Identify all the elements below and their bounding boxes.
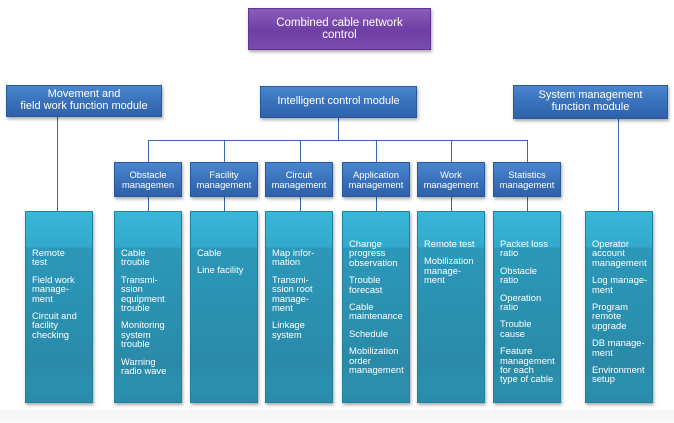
system-module: System management function module — [513, 85, 668, 119]
connector-sub-1 — [148, 197, 149, 211]
detail-item: DB manage- ment — [592, 337, 645, 358]
details-statistics: Packet loss ratio Obstacle ratio Operati… — [493, 211, 561, 403]
detail-item: Operation ratio — [500, 291, 542, 313]
intelligent-module: Intelligent control module — [260, 86, 417, 118]
detail-item: Warning radio wave — [121, 355, 167, 377]
detail-item: Linkage system — [272, 319, 305, 340]
detail-item: Line facility — [197, 264, 244, 276]
details-obstacle: Cable trouble Transmi- ssion equipment t… — [114, 211, 182, 403]
detail-item: Transmi- ssion equipment trouble — [121, 273, 165, 314]
connector-sub-6 — [527, 197, 528, 211]
detail-item: Remote test — [424, 238, 475, 249]
details-facility: Cable Line facility — [190, 211, 258, 403]
submodule-statistics: Statistics management — [493, 162, 561, 197]
details-circuit: Map infor- mation Transmi- ssion root ma… — [265, 211, 333, 403]
details-work: Remote test Mobilization manage- ment — [417, 211, 485, 403]
detail-item: Feature management for each type of cabl… — [500, 345, 555, 385]
submodule-label: Circuit management — [271, 168, 327, 190]
detail-item: Change progress observation — [349, 238, 398, 268]
system-module-label: System management function module — [538, 89, 643, 113]
detail-item: Operator account management — [592, 238, 647, 268]
connector-drop-2 — [224, 140, 225, 162]
connector-system — [618, 119, 619, 211]
detail-item: Trouble forecast — [349, 274, 383, 295]
root-node: Combined cable network control — [248, 8, 431, 50]
submodule-obstacle: Obstacle managemen — [114, 162, 182, 197]
connector-drop-4 — [376, 140, 377, 162]
submodule-application: Application management — [342, 162, 410, 197]
detail-item: Cable trouble — [121, 247, 150, 268]
floor-shadow — [0, 410, 674, 423]
connector-sub-5 — [451, 197, 452, 211]
detail-item: Packet loss ratio — [500, 238, 548, 259]
submodule-circuit: Circuit management — [265, 162, 333, 197]
detail-item: Map infor- mation — [272, 247, 315, 268]
detail-item: Schedule — [349, 327, 389, 339]
submodule-label: Facility management — [196, 168, 252, 190]
connector-drop-6 — [527, 140, 528, 162]
detail-item: Remote test — [32, 247, 65, 268]
detail-item: Mobilization manage- ment — [424, 255, 474, 286]
movement-module-label: Movement and field work function module — [20, 88, 148, 112]
connector-movement — [57, 117, 58, 211]
detail-item: Cable — [197, 247, 222, 258]
details-movement: Remote test Field work manage- ment Circ… — [25, 211, 93, 403]
connector-drop-5 — [451, 140, 452, 162]
connector-sub-2 — [224, 197, 225, 211]
detail-item: Cable maintenance — [349, 301, 403, 322]
connector-sub-4 — [376, 197, 377, 211]
detail-item: Trouble cause — [500, 318, 532, 339]
connector-drop-1 — [148, 140, 149, 162]
submodule-label: Obstacle managemen — [121, 168, 175, 190]
connector-intelligent-trunk — [338, 118, 339, 140]
submodule-label: Statistics management — [499, 168, 555, 190]
detail-item: Log manage- ment — [592, 274, 648, 295]
detail-item: Field work manage- ment — [32, 273, 75, 304]
movement-module: Movement and field work function module — [6, 85, 162, 117]
submodule-label: Application management — [348, 168, 404, 190]
details-application: Change progress observation Trouble fore… — [342, 211, 410, 403]
details-system: Operator account management Log manage- … — [585, 211, 653, 403]
root-label: Combined cable network control — [276, 16, 403, 41]
detail-item: Obstacle ratio — [500, 264, 537, 286]
detail-item: Mobilization order management — [349, 345, 404, 376]
detail-item: Transmi- ssion root manage- ment — [272, 273, 313, 314]
detail-item: Program remote upgrade — [592, 301, 628, 331]
intelligent-module-label: Intelligent control module — [277, 95, 400, 108]
detail-item: Environment setup — [592, 364, 645, 385]
detail-item: Monitoring system trouble — [121, 319, 165, 350]
detail-item: Circuit and facility checking — [32, 310, 77, 340]
submodule-work: Work management — [417, 162, 485, 197]
connector-drop-3 — [300, 140, 301, 162]
connector-bus — [148, 140, 528, 141]
connector-sub-3 — [300, 197, 301, 211]
submodule-facility: Facility management — [190, 162, 258, 197]
submodule-label: Work management — [423, 168, 479, 190]
